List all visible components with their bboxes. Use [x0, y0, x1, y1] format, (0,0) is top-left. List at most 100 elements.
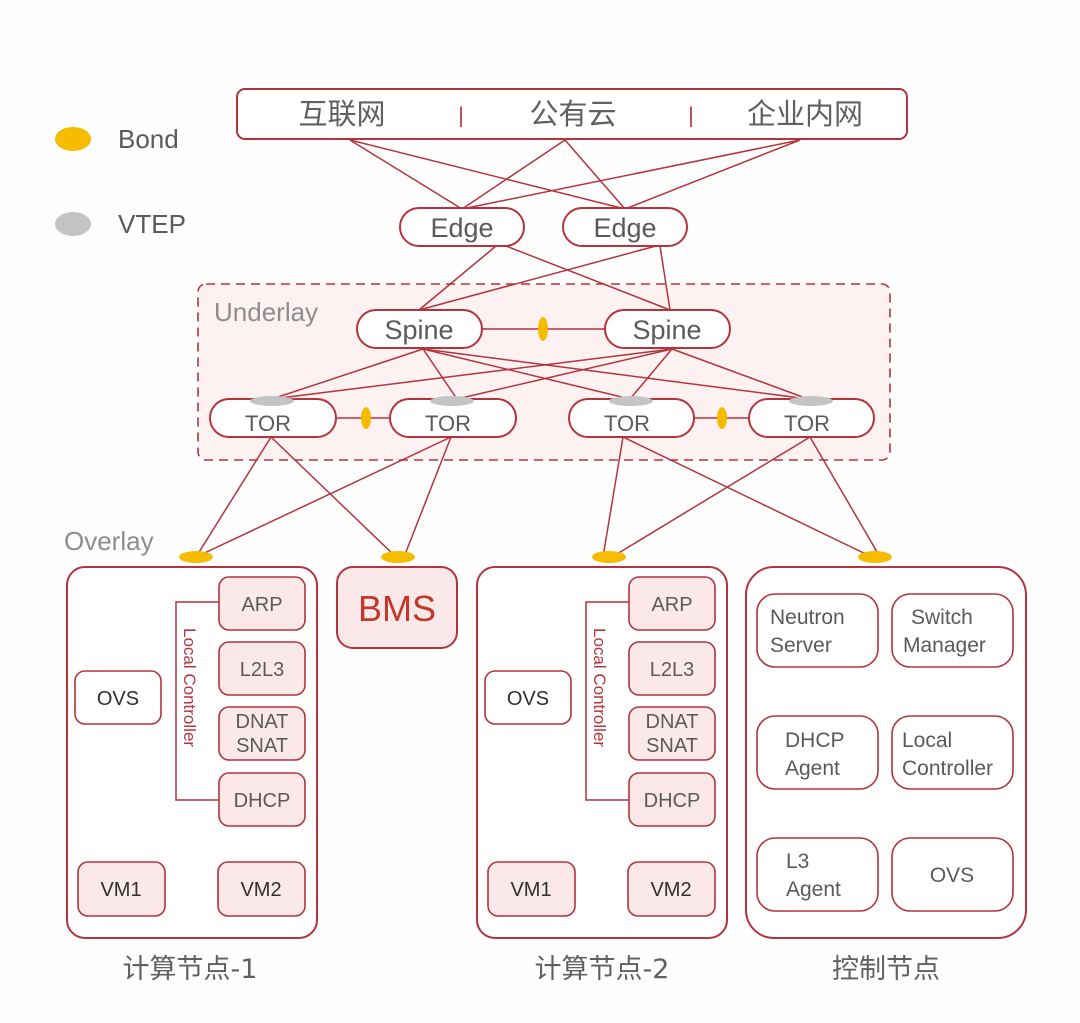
- service-switch-manager: [891, 593, 1014, 668]
- service-ovs-label: OVS: [930, 864, 974, 887]
- local-controller-bracket: [175, 601, 219, 801]
- link-spine2-tor1: [271, 348, 673, 400]
- bms-box: [336, 566, 458, 649]
- vm2-box: [627, 861, 716, 917]
- tor-12-bond-icon: [361, 407, 371, 429]
- module-l2l3-label: L2L3: [650, 659, 695, 681]
- edge-router-2-label: Edge: [593, 213, 656, 243]
- module-arp: [218, 576, 306, 631]
- service-l3-agent-line2: Agent: [786, 878, 841, 901]
- service-ovs: [891, 837, 1014, 912]
- edge-router-2: [562, 207, 688, 247]
- module-dhcp: [218, 772, 306, 827]
- local-controller-bracket: [585, 601, 629, 801]
- spine-switch-2: [604, 309, 731, 349]
- link-intranet-edge2: [624, 139, 801, 210]
- vtep-ellipse-icon: [55, 212, 91, 236]
- spine-switch-1: [356, 309, 483, 349]
- service-local-controller-line1: Local: [902, 729, 952, 752]
- bare-metal-server: BMS: [336, 551, 458, 649]
- spine-switch-2-label: Spine: [632, 315, 701, 345]
- link-tor4-control: [809, 436, 881, 558]
- control-node-caption: 控制节点: [832, 954, 940, 985]
- ovs-box: [74, 670, 162, 725]
- bms-bond-icon: [381, 551, 415, 563]
- external-network-internet: 互联网: [298, 97, 385, 131]
- tor-34-bond-icon: [717, 407, 727, 429]
- link-tor1-bms: [270, 436, 397, 558]
- link-tor2-node1: [195, 436, 452, 558]
- link-internet-edge2: [349, 139, 626, 210]
- service-switch-manager-line2: Manager: [903, 634, 986, 657]
- service-local-controller-line2: Controller: [902, 757, 993, 780]
- spine-switches: Spine Spine: [356, 309, 731, 349]
- module-arp-label: ARP: [241, 594, 282, 616]
- module-snat-label: SNAT: [646, 735, 698, 757]
- legend: Bond VTEP: [55, 124, 186, 239]
- spine-switch-1-label: Spine: [384, 315, 453, 345]
- vm2-label: VM2: [240, 879, 281, 901]
- service-dhcp-agent-line1: DHCP: [785, 729, 845, 752]
- edge-routers: Edge Edge: [399, 207, 688, 247]
- edge-router-1: [399, 207, 525, 247]
- link-spine1-tor1: [271, 348, 424, 400]
- legend-vtep-label: VTEP: [118, 209, 186, 239]
- service-local-controller: [891, 715, 1014, 790]
- link-edge1-spine2: [505, 245, 671, 311]
- compute-node-1-bond-icon: [179, 551, 213, 563]
- link-tor3-node2: [602, 436, 624, 558]
- link-spine1-tor3: [422, 348, 631, 400]
- module-snat-label: SNAT: [236, 735, 288, 757]
- tor-3-vtep-icon: [609, 396, 653, 406]
- module-nat: [628, 706, 716, 761]
- link-cloud-edge1: [461, 139, 566, 210]
- link-spine1-tor4: [422, 348, 809, 400]
- link-intranet-edge1: [461, 139, 801, 210]
- link-tor2-bms: [403, 436, 452, 558]
- ovs-label: OVS: [97, 688, 139, 710]
- link-edge2-spine2: [659, 245, 671, 311]
- tor-switch-3-label: TOR: [604, 411, 650, 436]
- external-network-public-cloud: 公有云: [529, 97, 616, 131]
- module-dnat-label: DNAT: [646, 711, 699, 733]
- compute-node-2: Local Controller ARP L2L3 DNAT SNAT DHCP…: [476, 551, 728, 985]
- module-l2l3: [628, 641, 716, 696]
- service-neutron-server-line1: Neutron: [770, 606, 845, 629]
- link-spine2-tor3: [629, 348, 673, 400]
- compute-node-2-caption: 计算节点-2: [535, 954, 670, 985]
- service-dhcp-agent-line2: Agent: [785, 757, 840, 780]
- external-networks-box: [236, 88, 908, 140]
- legend-bond-label: Bond: [118, 124, 179, 154]
- service-neutron-server-line2: Server: [770, 634, 832, 657]
- module-l2l3-label: L2L3: [240, 659, 285, 681]
- compute-node-1-caption: 计算节点-1: [123, 954, 258, 985]
- local-controller-label: Local Controller: [180, 628, 199, 747]
- separator-1: |: [458, 103, 465, 127]
- tor-switches: TOR TOR TOR TOR: [209, 396, 875, 438]
- edge-router-1-label: Edge: [430, 213, 493, 243]
- tor-switch-4-label: TOR: [784, 411, 830, 436]
- overlay-label: Overlay: [64, 526, 154, 556]
- module-dhcp-label: DHCP: [234, 790, 291, 812]
- link-internet-edge1: [349, 139, 463, 210]
- link-tor4-node2: [611, 436, 811, 558]
- external-network-enterprise-intranet: 企业内网: [747, 97, 863, 131]
- spine-bond-icon: [538, 317, 548, 341]
- module-l2l3: [218, 641, 306, 696]
- link-spine2-tor2: [456, 348, 673, 400]
- underlay-label: Underlay: [214, 297, 318, 327]
- vm1-label: VM1: [510, 879, 551, 901]
- local-controller-label: Local Controller: [590, 628, 609, 747]
- service-l3-agent: [756, 837, 879, 912]
- separator-2: |: [688, 103, 695, 127]
- link-spine1-tor2: [422, 348, 458, 400]
- module-dhcp: [628, 772, 716, 827]
- link-edge1-spine1: [418, 245, 497, 311]
- module-dnat-label: DNAT: [236, 711, 289, 733]
- module-dhcp-label: DHCP: [644, 790, 701, 812]
- vm1-box: [487, 861, 576, 917]
- bms-label: BMS: [358, 588, 436, 629]
- link-cloud-edge2: [564, 139, 626, 210]
- external-networks-bar: 互联网 | 公有云 | 企业内网: [236, 88, 908, 140]
